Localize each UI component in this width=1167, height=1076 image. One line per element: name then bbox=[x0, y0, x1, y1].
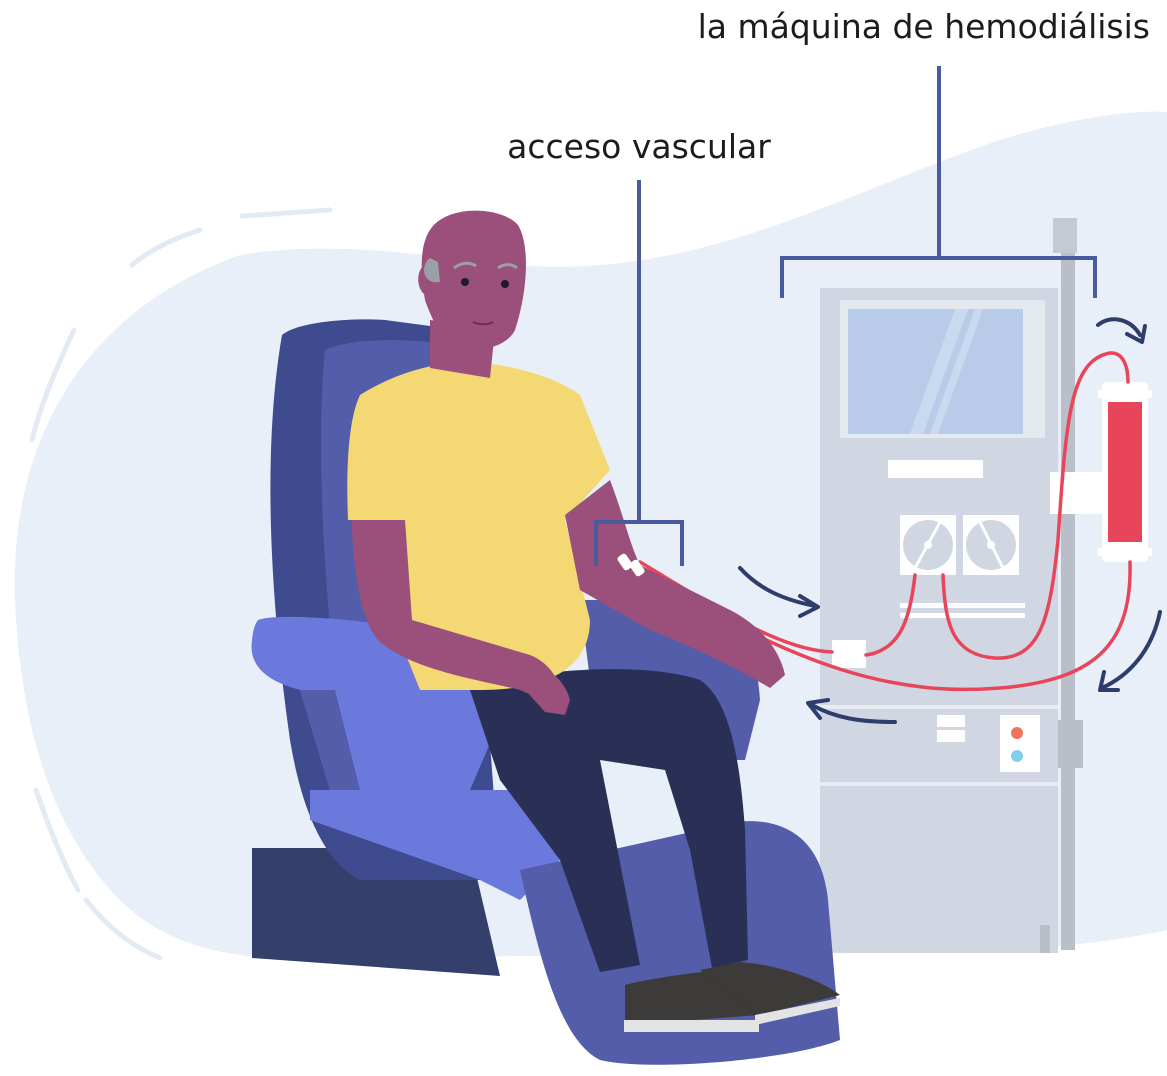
flow-arrows bbox=[738, 317, 1162, 724]
arrow-to-machine bbox=[738, 566, 817, 608]
dialysis-machine bbox=[820, 218, 1152, 953]
patient bbox=[347, 210, 840, 1032]
access-needle-1 bbox=[617, 553, 633, 571]
indicator-panel bbox=[1000, 715, 1040, 772]
vascular-access-label: acceso vascular bbox=[507, 127, 771, 166]
patient-right-arm bbox=[565, 480, 785, 688]
patient-left-hand bbox=[520, 660, 570, 715]
machine-pole bbox=[1061, 240, 1075, 950]
patient-right-shoe bbox=[700, 962, 840, 1015]
decorative-dashes bbox=[29, 207, 333, 961]
machine-label: la máquina de hemodiálisis bbox=[698, 7, 1150, 46]
patient-head bbox=[421, 210, 526, 350]
chair-seat-cushion bbox=[310, 790, 560, 900]
arrow-to-patient bbox=[810, 703, 897, 724]
indicator-blue-light bbox=[1011, 750, 1023, 762]
access-label-bracket bbox=[594, 180, 684, 566]
patient-shirt bbox=[347, 362, 610, 690]
patient-legs bbox=[470, 669, 748, 972]
arrow-to-dialyzer bbox=[1096, 317, 1142, 337]
access-needle-2 bbox=[629, 559, 645, 577]
patient-left-arm bbox=[352, 520, 559, 705]
machine-label-bracket bbox=[780, 66, 1097, 298]
indicator-red-light bbox=[1011, 727, 1023, 739]
line-clamp bbox=[832, 640, 866, 668]
arrow-from-dialyzer bbox=[1100, 610, 1162, 690]
